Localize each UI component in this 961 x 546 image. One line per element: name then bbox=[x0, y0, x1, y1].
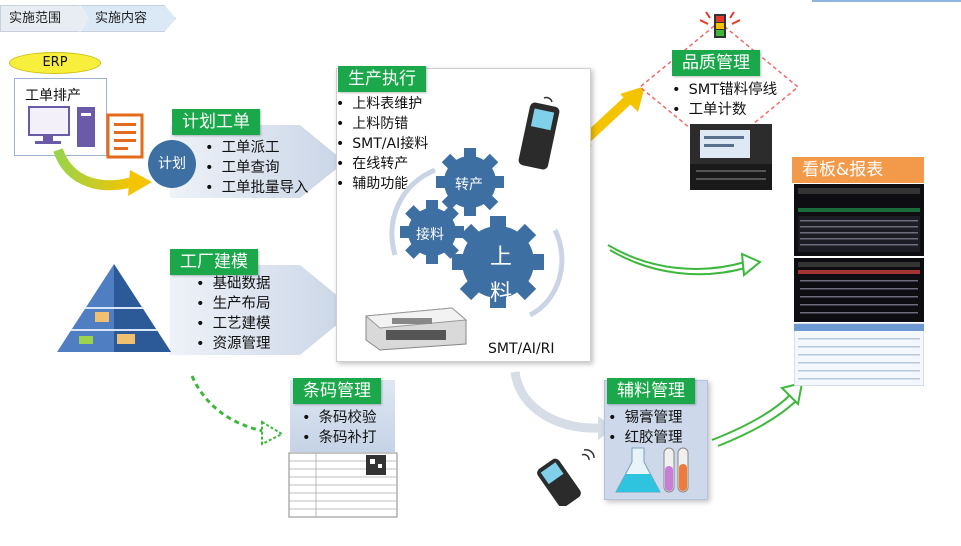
factory-to-barcode-arrow bbox=[190, 375, 269, 434]
production-to-board-arrow bbox=[607, 244, 746, 270]
factory-item: 生产布局 bbox=[196, 294, 271, 314]
top-rule bbox=[812, 0, 961, 2]
gears-graphic bbox=[389, 148, 565, 318]
signal-light-icon bbox=[699, 11, 741, 38]
handheld-scanner-icon bbox=[518, 96, 560, 170]
quality-list: SMT错料停线 工单计数 bbox=[672, 80, 778, 120]
plan-title: 计划工单 bbox=[172, 109, 260, 135]
factory-item: 资源管理 bbox=[196, 334, 271, 354]
plan-item: 工单派工 bbox=[205, 138, 309, 158]
erp-box: 工单排产 bbox=[14, 78, 107, 156]
factory-item: 基础数据 bbox=[196, 274, 271, 294]
pyramid-icon bbox=[57, 264, 171, 352]
quality-item: 工单计数 bbox=[672, 100, 777, 120]
production-list: 上料表维护 上料防错 SMT/AI接料 在线转产 辅助功能 bbox=[336, 94, 428, 194]
aux-list: 锡膏管理 红胶管理 bbox=[608, 408, 683, 448]
barcode-label-card bbox=[288, 452, 398, 518]
lab-flask-icon bbox=[615, 447, 689, 493]
barcode-list: 条码校验 条码补打 bbox=[302, 408, 377, 448]
controller-device-icon bbox=[690, 124, 772, 190]
aux-item: 锡膏管理 bbox=[608, 408, 683, 428]
breadcrumb-item-scope[interactable]: 实施范围 bbox=[0, 5, 90, 32]
factory-title: 工厂建模 bbox=[170, 249, 258, 275]
erp-to-plan-arrow bbox=[53, 148, 134, 191]
computer-icon bbox=[28, 106, 95, 147]
smt-machine-icon bbox=[364, 307, 468, 351]
aux-item: 红胶管理 bbox=[608, 428, 683, 448]
plan-item: 工单查询 bbox=[205, 158, 309, 178]
gear-label-splice: 接料 bbox=[416, 227, 444, 243]
board-title: 看板&报表 bbox=[792, 157, 924, 183]
barcode-item: 条码补打 bbox=[302, 428, 377, 448]
handheld-scanner-icon-2 bbox=[537, 449, 595, 506]
production-item: SMT/AI接料 bbox=[336, 134, 428, 154]
production-item: 上料防错 bbox=[336, 114, 428, 134]
production-item: 辅助功能 bbox=[336, 174, 428, 194]
barcode-title: 条码管理 bbox=[293, 378, 381, 404]
plan-circle: 计划 bbox=[148, 140, 196, 188]
gear-label-load: 上 料 bbox=[489, 245, 512, 306]
aux-title: 辅料管理 bbox=[607, 378, 695, 404]
production-title: 生产执行 bbox=[338, 66, 426, 92]
gear-label-switch: 转产 bbox=[455, 177, 483, 193]
quality-item: SMT错料停线 bbox=[672, 80, 778, 100]
dashboard-screenshot bbox=[794, 184, 924, 386]
erp-badge: ERP bbox=[9, 52, 101, 74]
production-item: 在线转产 bbox=[336, 154, 428, 174]
plan-item: 工单批量导入 bbox=[205, 178, 309, 198]
barcode-item: 条码校验 bbox=[302, 408, 377, 428]
plan-list: 工单派工 工单查询 工单批量导入 bbox=[205, 138, 309, 198]
production-to-aux-arrow bbox=[510, 371, 601, 433]
production-item: 上料表维护 bbox=[336, 94, 428, 114]
production-footer: SMT/AI/RI bbox=[488, 341, 555, 357]
factory-list: 基础数据 生产布局 工艺建模 资源管理 bbox=[196, 274, 271, 354]
quality-title: 品质管理 bbox=[672, 50, 760, 76]
production-quality-arrow bbox=[581, 96, 632, 144]
factory-item: 工艺建模 bbox=[196, 314, 271, 334]
erp-box-label: 工单排产 bbox=[25, 88, 81, 104]
document-icon bbox=[106, 113, 144, 159]
aux-to-board-arrow bbox=[711, 394, 791, 441]
